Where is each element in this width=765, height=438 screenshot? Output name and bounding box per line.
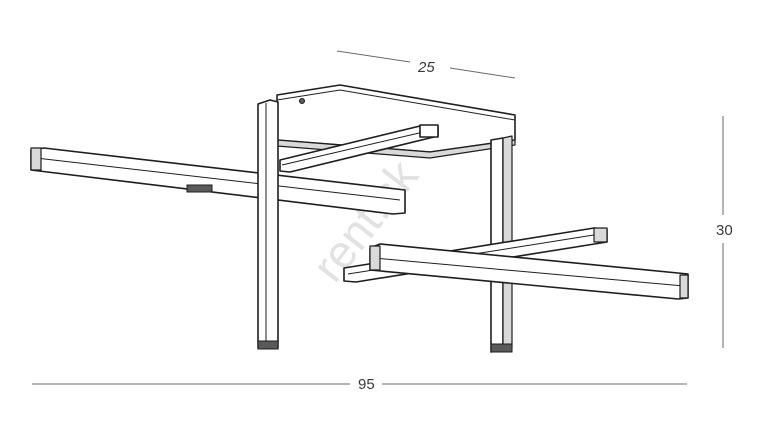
width-dimension: 95	[32, 376, 687, 393]
lamp-body	[30, 84, 689, 353]
right-horizontal-arm	[369, 243, 689, 300]
ceiling-base-plate	[276, 84, 516, 159]
upper-diagonal-arm	[279, 124, 439, 173]
front-vertical-bar	[257, 99, 279, 350]
depth-dimension: 25	[336, 50, 516, 79]
left-horizontal-arm	[30, 147, 406, 215]
height-label: 30	[716, 222, 733, 239]
screw-icon	[299, 98, 305, 104]
height-dimension: 30	[716, 116, 733, 348]
width-label: 95	[358, 376, 375, 393]
depth-label: 25	[417, 59, 435, 76]
